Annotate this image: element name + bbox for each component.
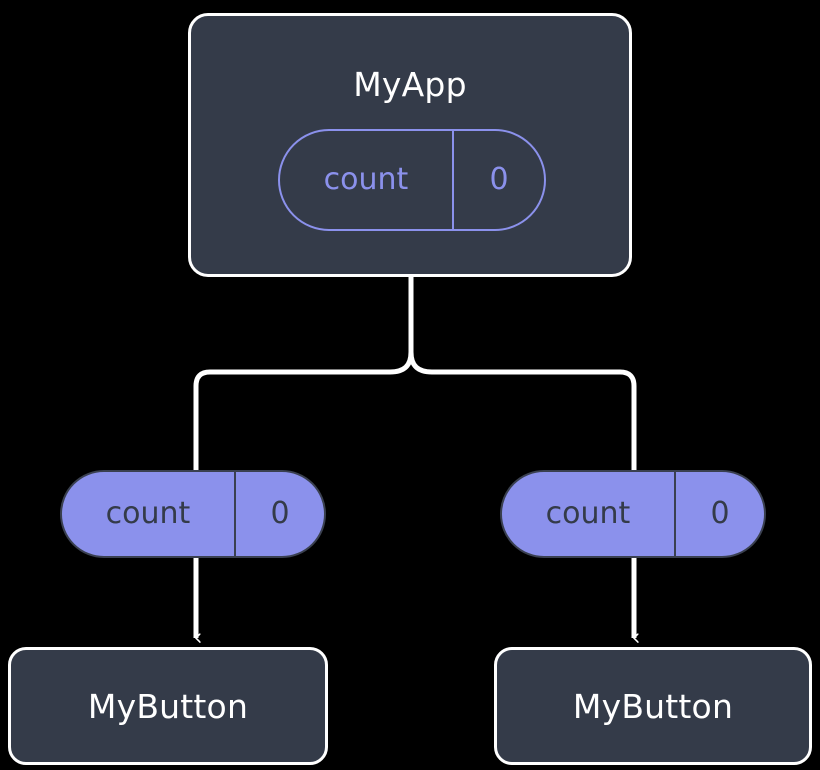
component-node-mybutton-right[interactable]: MyButton: [494, 647, 812, 765]
prop-pill-key: count: [502, 472, 676, 556]
state-pill-myapp[interactable]: count 0: [278, 129, 546, 231]
state-pill-value: 0: [489, 162, 509, 197]
fork-branch-left: [193, 351, 414, 470]
component-title-mybutton: MyButton: [572, 686, 734, 726]
state-pill-key: count: [280, 131, 454, 229]
prop-pill-key: count: [62, 472, 236, 556]
prop-pill-left[interactable]: count 0: [60, 470, 326, 558]
fork-branch-right: [408, 351, 637, 470]
component-title-mybutton: MyButton: [87, 686, 249, 726]
component-node-mybutton-left[interactable]: MyButton: [8, 647, 328, 765]
prop-pill-right[interactable]: count 0: [500, 470, 766, 558]
prop-pill-value: 0: [270, 496, 290, 531]
component-title-myapp: MyApp: [353, 65, 467, 104]
prop-pill-value: 0: [710, 496, 730, 531]
